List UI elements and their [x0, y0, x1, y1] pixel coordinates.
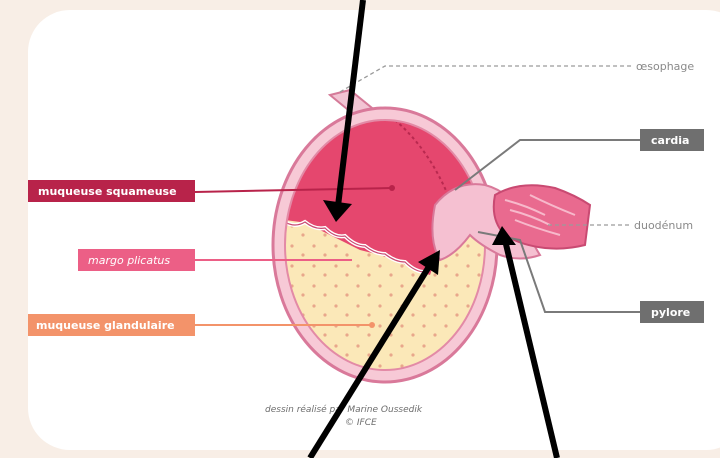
- duodenum-label: duodénum: [634, 219, 693, 232]
- cardia-label: cardia: [651, 134, 689, 147]
- oesophage-label: œsophage: [636, 60, 694, 73]
- oesophage-leader: [340, 66, 632, 92]
- credit-line-2: © IFCE: [345, 418, 377, 428]
- pylore-label: pylore: [651, 306, 690, 319]
- muqueuse-squameuse-label: muqueuse squameuse: [38, 185, 177, 198]
- muqueuse-glandulaire-label: muqueuse glandulaire: [36, 319, 175, 332]
- margo-plicatus-label: margo plicatus: [88, 254, 170, 267]
- arrow-bottom-right: [492, 226, 557, 458]
